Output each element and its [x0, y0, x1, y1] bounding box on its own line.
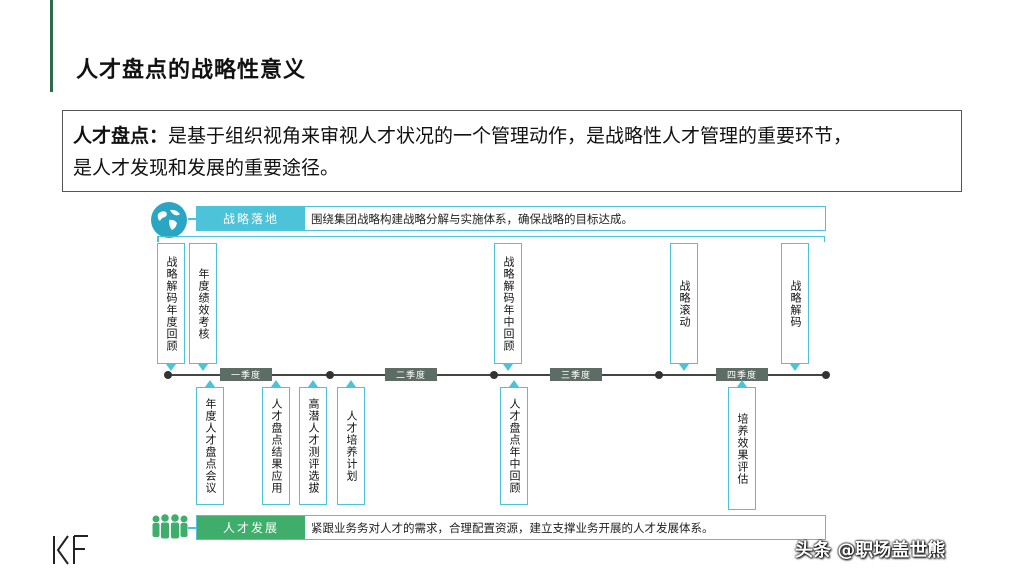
top-card: 战略解码 — [781, 243, 809, 364]
bottom-card: 人才盘点年中回顾 — [500, 387, 528, 505]
top-card: 年度绩效考核 — [189, 243, 217, 364]
timeline-dot — [326, 371, 334, 379]
quarter-label: 三季度 — [550, 368, 602, 381]
quarter-label: 一季度 — [220, 368, 272, 381]
definition-box: 人才盘点：是基于组织视角来审视人才状况的一个管理动作，是战略性人才管理的重要环节… — [62, 110, 962, 192]
timeline-dot — [655, 371, 663, 379]
bottom-card: 人才盘点结果应用 — [262, 387, 290, 505]
top-band-label: 战略落地 — [197, 207, 305, 230]
quarter-label: 二季度 — [385, 368, 437, 381]
watermark-text: 头条 @职场盖世熊 — [795, 540, 946, 561]
top-bracket — [157, 236, 825, 243]
bottom-band-connector — [188, 527, 196, 529]
globe-icon — [151, 202, 187, 238]
down-arrow-icon — [198, 364, 208, 371]
definition-line1: 是基于组织视角来审视人才状况的一个管理动作，是战略性人才管理的重要环节， — [168, 125, 853, 147]
top-band-text: 围绕集团战略构建战略分解与实施体系，确保战略的目标达成。 — [311, 211, 633, 226]
bottom-card: 人才培养计划 — [337, 387, 365, 505]
definition-term: 人才盘点： — [73, 125, 169, 147]
top-card: 战略解码年度回顾 — [157, 243, 185, 364]
bottom-band-label: 人才发展 — [197, 516, 305, 539]
up-arrow-icon — [308, 380, 318, 387]
up-arrow-icon — [737, 380, 747, 387]
bottom-card: 培养效果评估 — [728, 387, 756, 510]
down-arrow-icon — [503, 364, 513, 371]
page-title: 人才盘点的战略性意义 — [76, 58, 307, 83]
top-card: 战略解码年中回顾 — [494, 243, 522, 364]
down-arrow-icon — [166, 364, 176, 371]
up-arrow-icon — [205, 380, 215, 387]
up-arrow-icon — [509, 380, 519, 387]
bottom-band: 人才发展 紧跟业务务对人才的需求，合理配置资源，建立支撑业务开展的人才发展体系。 — [196, 515, 826, 540]
timeline-dot — [490, 371, 498, 379]
bottom-band-text: 紧跟业务务对人才的需求，合理配置资源，建立支撑业务开展的人才发展体系。 — [311, 520, 714, 535]
title-accent-bar — [50, 0, 53, 92]
top-card: 战略滚动 — [670, 243, 698, 364]
top-band: 战略落地 围绕集团战略构建战略分解与实施体系，确保战略的目标达成。 — [196, 206, 826, 231]
definition-line2: 是人才发现和发展的重要途径。 — [73, 157, 340, 179]
bottom-card: 年度人才盘点会议 — [196, 387, 224, 505]
down-arrow-icon — [679, 364, 689, 371]
kf-logo — [50, 532, 96, 568]
timeline-dot — [164, 371, 172, 379]
up-arrow-icon — [346, 380, 356, 387]
down-arrow-icon — [790, 364, 800, 371]
quarter-label: 四季度 — [716, 368, 768, 381]
people-icon — [150, 514, 190, 542]
bottom-card: 高潜人才测评选拔 — [299, 387, 327, 505]
up-arrow-icon — [271, 380, 281, 387]
top-band-connector — [188, 218, 196, 220]
timeline-dot — [822, 371, 830, 379]
